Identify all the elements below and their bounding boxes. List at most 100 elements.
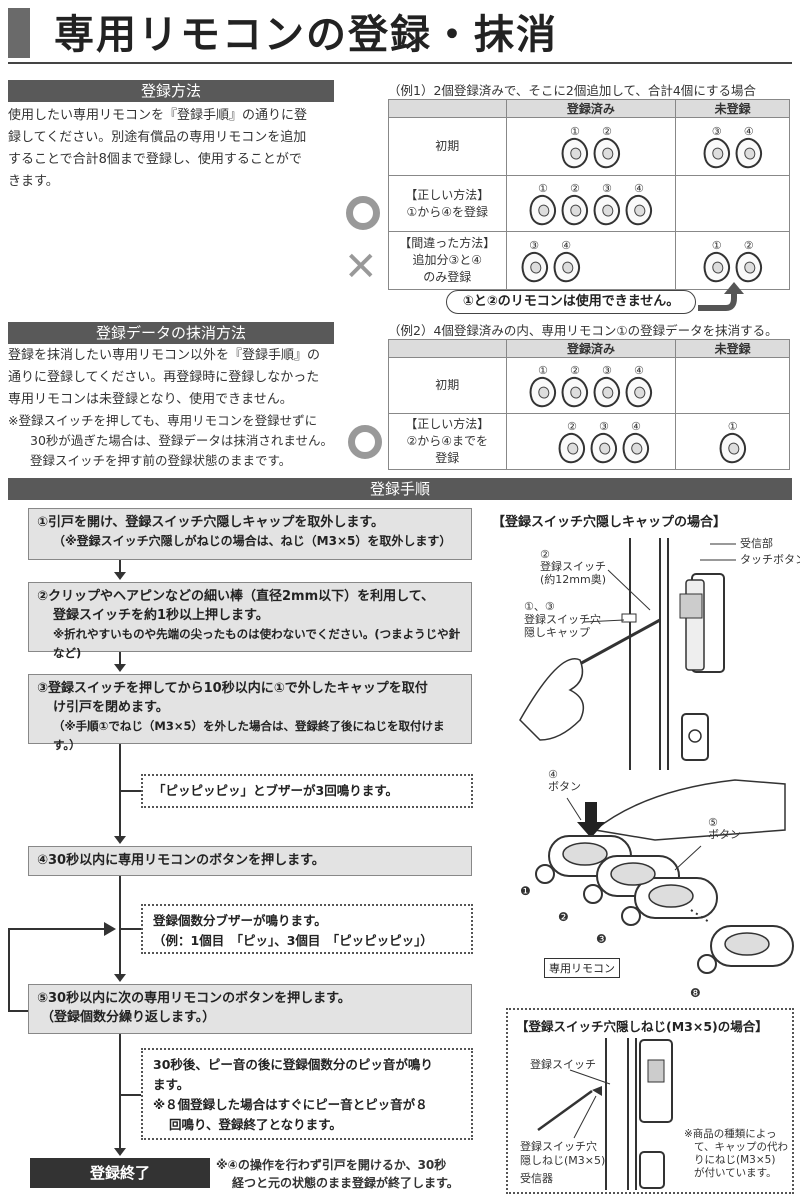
example1-row-initial-label: 初期: [388, 117, 507, 176]
screw-label-line2: 隠しねじ(M3×5): [520, 1154, 606, 1167]
switch-num-label: ②: [540, 548, 550, 561]
end-note: ※④の操作を行わず引戸を開けるか、30秒 経つと元の状態のまま登録が終了します。: [216, 1158, 459, 1190]
cap-illustration-title: 【登録スイッチ穴隠しキャップの場合】: [492, 515, 727, 530]
remote-fob: ①: [714, 420, 751, 467]
remote-fob: ②: [557, 182, 593, 229]
remote-fob: ②: [730, 239, 767, 286]
remote-icon: [557, 133, 593, 172]
example1-table: 登録済み 未登録 初期 ① ② ③ ④ 【正しい方法】①から④を登録 ① ② ③…: [388, 99, 790, 290]
example1-row-wrong-unregistered: ① ②: [675, 231, 790, 290]
remote-icon: [516, 247, 552, 286]
remote-number-2: ❷: [558, 910, 569, 924]
remote-fob: ③: [589, 364, 625, 411]
remote-icon: [730, 133, 767, 172]
remote-icon: [589, 372, 625, 411]
example2-header-unregistered: 未登録: [675, 339, 790, 358]
erase-method-body: 登録を抹消したい専用リモコン以外を『登録手順』の 通りに登録してください。再登録…: [8, 348, 321, 407]
button4-num-label: ④: [548, 768, 558, 781]
flow-branch-line: [119, 790, 141, 792]
example1-row-initial-registered: ① ②: [505, 117, 677, 176]
cap-door-illustration: [519, 538, 736, 770]
flow-branch-line: [119, 1094, 141, 1096]
example2-header-registered: 登録済み: [505, 339, 677, 358]
remote-fob: ①: [525, 364, 561, 411]
buzzer-note: 「ピッピッピッ」とブザーが3回鳴ります。: [141, 774, 473, 808]
switch-depth-label: (約12mm奥): [540, 573, 607, 586]
example2-row-initial-registered: ① ② ③ ④: [505, 357, 677, 414]
step-3-box: ③登録スイッチを押してから10秒以内に①で外したキャップを取付 け引戸を閉めます…: [28, 674, 472, 752]
remote-icon: [589, 133, 625, 172]
example2-row-initial-label: 初期: [388, 357, 507, 414]
flow-arrow-icon: [114, 664, 126, 672]
example1-row-correct-registered: ① ② ③ ④: [505, 175, 677, 232]
step-1-box: ①引戸を開け、登録スイッチ穴隠しキャップを取外します。 （※登録スイッチ穴隠しが…: [28, 508, 472, 560]
flow-arrow-icon: [114, 974, 126, 982]
cap-label-line1: 登録スイッチ穴: [524, 613, 601, 626]
example1-header-blank: [388, 99, 507, 118]
flow-line: [119, 652, 121, 664]
remote-icon: [714, 428, 751, 467]
remote-press-illustration: [535, 779, 794, 974]
remote-icon: [525, 190, 561, 229]
remote-icon: [557, 372, 593, 411]
example2-header-blank: [388, 339, 507, 358]
registration-method-body: 使用したい専用リモコンを『登録手順』の通りに登 録してください。別途有償品の専用…: [8, 108, 308, 189]
final-sound-note: 30秒後、ピー音の後に登録個数分のピッ音が鳴り ます。 ※８個登録した場合はすぐ…: [141, 1048, 473, 1140]
touch-button-label: タッチボタン: [740, 553, 800, 566]
loop-line: [8, 928, 10, 1012]
screw-illustration-title: 【登録スイッチ穴隠しねじ(M3×5)の場合】: [516, 1019, 768, 1034]
switch-label: 登録スイッチ: [540, 560, 606, 573]
remote-fob: ④: [621, 182, 657, 229]
remote-icon: [621, 372, 657, 411]
remote-fob: ②: [554, 420, 590, 467]
screw-label-line1: 登録スイッチ穴: [520, 1140, 597, 1153]
flow-line: [119, 560, 121, 572]
remote-fob: ③: [586, 420, 622, 467]
remote-fob: ④: [548, 239, 584, 286]
remote-icon: [621, 190, 657, 229]
flow-arrow-icon: [114, 1148, 126, 1156]
remote-icon: [698, 133, 735, 172]
remote-fob: ④: [730, 125, 767, 172]
screw-switch-label: 登録スイッチ: [530, 1058, 596, 1071]
remote-number-1: ❶: [520, 884, 531, 898]
registration-end-box: 登録終了: [30, 1158, 210, 1188]
cap-label-line2: 隠しキャップ: [524, 626, 590, 639]
screw-receiver-label: 受信器: [520, 1172, 553, 1185]
example2-table: 登録済み 未登録 初期 ① ② ③ ④ 【正しい方法】②から④までを登録 ② ③…: [388, 339, 790, 470]
example1-header-unregistered: 未登録: [675, 99, 790, 118]
remote-fob: ②: [557, 364, 593, 411]
remote-icon: [586, 428, 622, 467]
remote-number-3: ❸: [596, 932, 607, 946]
loop-arrow-icon: [104, 922, 116, 936]
count-buzzer-note: 登録個数分ブザーが鳴ります。 （例：1個目 「ピッ」、3個目 「ピッピッピッ」）: [141, 904, 473, 954]
step-4-box: ④30秒以内に専用リモコンのボタンを押します。: [28, 846, 472, 876]
step-5-box: ⑤30秒以内に次の専用リモコンのボタンを押します。 （登録個数分繰り返します。）: [28, 984, 472, 1034]
correct-circle-icon: [348, 425, 382, 459]
title-rule: [8, 62, 792, 64]
example2-caption: （例2）4個登録済みの内、専用リモコン①の登録データを抹消する。: [388, 323, 778, 338]
flow-line: [119, 876, 121, 974]
flow-arrow-icon: [114, 572, 126, 580]
example2-row-correct-label: 【正しい方法】②から④までを登録: [388, 413, 507, 470]
remote-fob: ④: [618, 420, 654, 467]
remote-icon: [698, 247, 735, 286]
remote-icon: [730, 247, 767, 286]
example1-row-wrong-registered: ③ ④: [505, 231, 677, 290]
remote-icon: [618, 428, 654, 467]
page-title: 専用リモコンの登録・抹消: [54, 12, 558, 58]
example1-row-correct-unregistered: [675, 175, 790, 232]
curved-arrow-icon: [698, 282, 744, 311]
remote-icon: [557, 190, 593, 229]
example2-row-correct-unregistered: ①: [675, 413, 790, 470]
erase-method-notes: ※登録スイッチを押しても、専用リモコンを登録せずに 30秒が過ぎた場合は、登録デ…: [8, 413, 334, 468]
remote-fob: ②: [589, 125, 625, 172]
flow-line: [119, 1034, 121, 1148]
button5-label: ボタン: [708, 828, 741, 841]
screw-illustration-box: [506, 1008, 794, 1194]
remote-tag: 専用リモコン: [544, 958, 620, 978]
flow-branch-line: [119, 928, 141, 930]
loop-line: [8, 1010, 28, 1012]
cap-num-label: ①、③: [524, 600, 555, 613]
